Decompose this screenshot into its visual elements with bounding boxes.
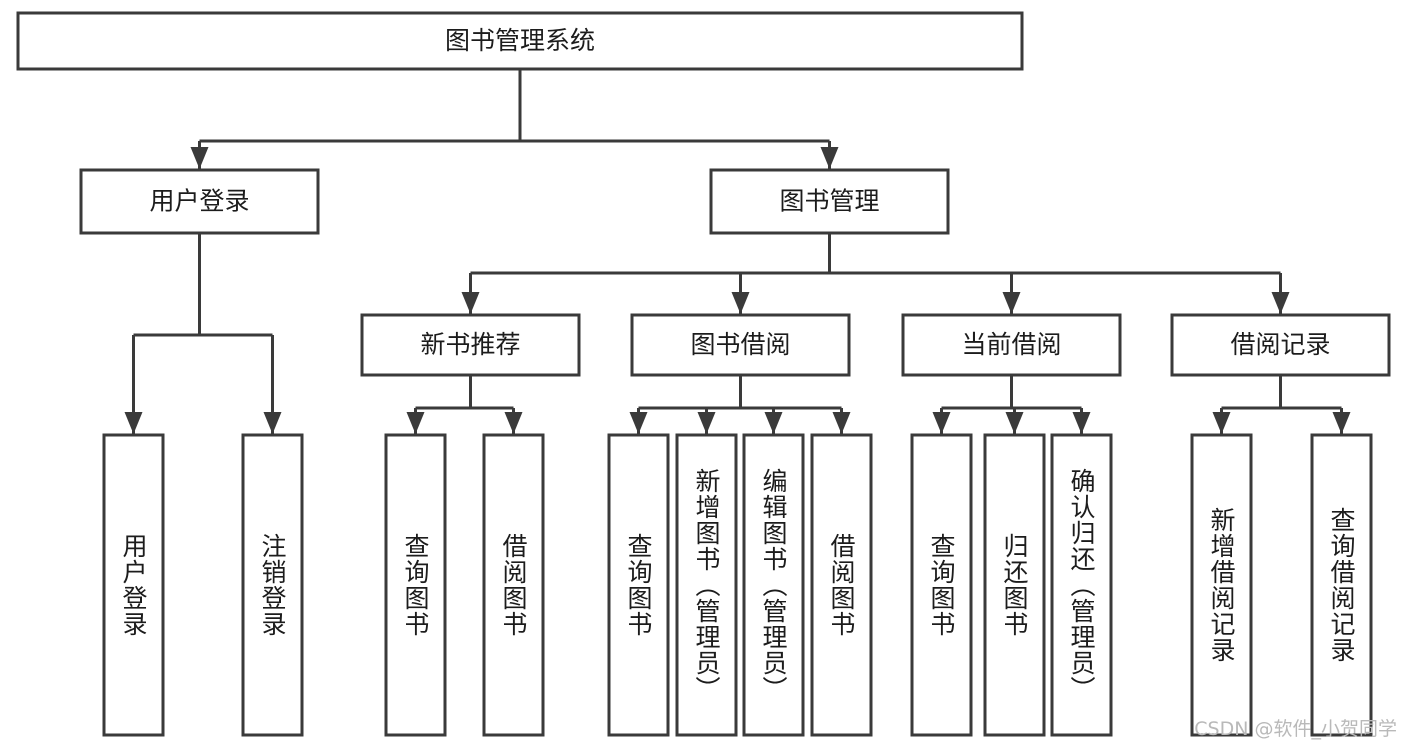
arrow-head-icon [504, 412, 523, 434]
box-layer [16, 11, 1391, 737]
arrow-head-icon [1002, 292, 1021, 314]
node-label-图书管理: 图书管理 [779, 187, 879, 216]
node-box-root[interactable] [16, 11, 1024, 71]
arrow-head-icon [124, 412, 143, 434]
node-box-用户登录[interactable] [79, 168, 320, 235]
node-label-新书推荐: 新书推荐 [420, 330, 520, 359]
arrow-head-icon [832, 412, 851, 434]
arrow-head-icon [190, 147, 209, 169]
arrow-head-icon [764, 412, 783, 434]
node-label-图书借阅: 图书借阅 [690, 330, 790, 359]
arrow-head-icon [1271, 292, 1290, 314]
arrow-head-icon [263, 412, 282, 434]
arrow-head-icon [1212, 412, 1231, 434]
node-label-root: 图书管理系统 [445, 26, 595, 55]
node-box-leaf-借阅图书[interactable] [810, 433, 873, 737]
arrow-head-icon [1332, 412, 1351, 434]
node-box-leaf-查询图书[interactable] [607, 433, 670, 737]
arrow-head-icon [461, 292, 480, 314]
arrow-head-icon [697, 412, 716, 434]
node-box-图书管理[interactable] [709, 168, 950, 235]
node-box-leaf-查询图书[interactable] [910, 433, 973, 737]
node-box-leaf-查询借阅记录[interactable] [1310, 433, 1373, 737]
node-box-leaf-编辑图书管理员[interactable] [742, 433, 805, 737]
arrow-head-icon [820, 147, 839, 169]
node-box-leaf-用户登录[interactable] [102, 433, 165, 737]
node-box-leaf-注销登录[interactable] [241, 433, 304, 737]
connector-layer [124, 69, 1351, 434]
node-box-图书借阅[interactable] [630, 313, 851, 377]
node-box-leaf-确认归还管理员[interactable] [1050, 433, 1113, 737]
arrow-head-icon [406, 412, 425, 434]
node-label-借阅记录: 借阅记录 [1230, 330, 1330, 359]
node-box-leaf-归还图书[interactable] [983, 433, 1046, 737]
node-label-用户登录: 用户登录 [149, 187, 249, 216]
arrow-head-icon [629, 412, 648, 434]
node-box-leaf-新增图书管理员[interactable] [675, 433, 738, 737]
arrow-head-icon [731, 292, 750, 314]
node-box-leaf-查询图书[interactable] [384, 433, 447, 737]
node-box-当前借阅[interactable] [901, 313, 1122, 377]
node-box-新书推荐[interactable] [360, 313, 581, 377]
arrow-head-icon [1072, 412, 1091, 434]
node-label-当前借阅: 当前借阅 [961, 330, 1061, 359]
node-box-借阅记录[interactable] [1170, 313, 1391, 377]
arrow-head-icon [932, 412, 951, 434]
node-box-leaf-借阅图书[interactable] [482, 433, 545, 737]
arrow-head-icon [1005, 412, 1024, 434]
node-box-leaf-新增借阅记录[interactable] [1190, 433, 1253, 737]
